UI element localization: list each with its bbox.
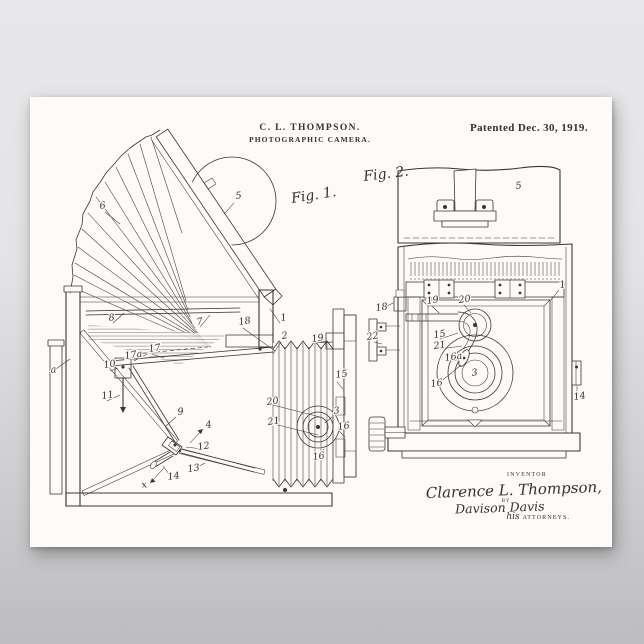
attorneys-caption: his ATTORNEYS. xyxy=(506,512,570,522)
part-label-21: 21 xyxy=(266,415,280,428)
patent-header: C. L. THOMPSON. PHOTOGRAPHIC CAMERA. Pat… xyxy=(249,122,588,144)
patent-inventor-name: C. L. THOMPSON. xyxy=(259,123,360,133)
inventor-caption: INVENTOR xyxy=(507,472,547,478)
part-label-22: 22 xyxy=(365,330,379,343)
part-label-a: a xyxy=(50,364,57,376)
part-label-17a: 17a xyxy=(124,349,143,362)
part-label-14: 14 xyxy=(573,390,587,403)
wood-grain-texture xyxy=(410,262,562,280)
part-label-1: 1 xyxy=(280,312,288,324)
inventor-signature: Clarence L. Thompson, xyxy=(425,478,602,502)
bellows-side xyxy=(273,341,333,492)
part-label-x: x xyxy=(141,479,148,491)
motion-arrow-x xyxy=(150,468,164,483)
part-label-18: 18 xyxy=(238,315,252,328)
camera-front-body xyxy=(388,243,580,458)
base-skirt xyxy=(402,451,566,458)
part-label-12: 12 xyxy=(197,440,211,453)
inner-top-rail xyxy=(226,335,273,347)
patent-drawing: C. L. THOMPSON. PHOTOGRAPHIC CAMERA. Pat… xyxy=(30,97,612,547)
part-label-15: 15 xyxy=(335,368,349,381)
part-label-10: 10 xyxy=(103,358,117,371)
part-label-20: 20 xyxy=(265,395,279,408)
base-plate xyxy=(388,433,580,451)
lever-9 xyxy=(129,368,175,442)
bottom-wall xyxy=(66,493,332,506)
top-panel xyxy=(398,166,560,243)
funnel-lower-wall xyxy=(82,448,177,496)
part-label-13: 13 xyxy=(187,462,201,475)
front-frame-outer xyxy=(422,300,550,426)
part-label-5: 5 xyxy=(235,190,243,202)
part-label-8: 8 xyxy=(108,312,116,324)
part-label-19: 19 xyxy=(426,294,440,307)
part-label-18: 18 xyxy=(375,301,389,314)
part-label-14: 14 xyxy=(167,470,181,483)
figure-1-side-section: Fig. 1. 65a8718121917a17101194121314x202… xyxy=(48,129,356,506)
part-label-9: 9 xyxy=(177,406,185,418)
patent-title: PHOTOGRAPHIC CAMERA. xyxy=(249,135,371,144)
patent-date: Patented Dec. 30, 1919. xyxy=(470,122,588,134)
part-label-2: 2 xyxy=(280,330,289,342)
part-label-19: 19 xyxy=(311,332,325,345)
hinge-plate-right xyxy=(495,280,525,298)
part-label-16: 16 xyxy=(312,450,326,463)
part-label-16: 16 xyxy=(430,377,444,390)
right-latch-14 xyxy=(572,361,581,385)
lid-hinge-tab xyxy=(204,178,216,189)
part-label-21: 21 xyxy=(432,339,446,352)
fig1-label: Fig. 1. xyxy=(289,184,337,207)
part-label-4: 4 xyxy=(204,419,213,431)
left-wall xyxy=(66,290,80,506)
signature-block: INVENTOR Clarence L. Thompson, BY Daviso… xyxy=(425,472,602,522)
part-label-20: 20 xyxy=(457,293,471,306)
patent-poster-sheet: C. L. THOMPSON. PHOTOGRAPHIC CAMERA. Pat… xyxy=(30,97,612,547)
part-label-16: 16 xyxy=(337,420,351,433)
figure-2-front-view: Fig. 2. 5118192022152116a16314 xyxy=(362,164,587,458)
part-label-11: 11 xyxy=(101,389,115,402)
